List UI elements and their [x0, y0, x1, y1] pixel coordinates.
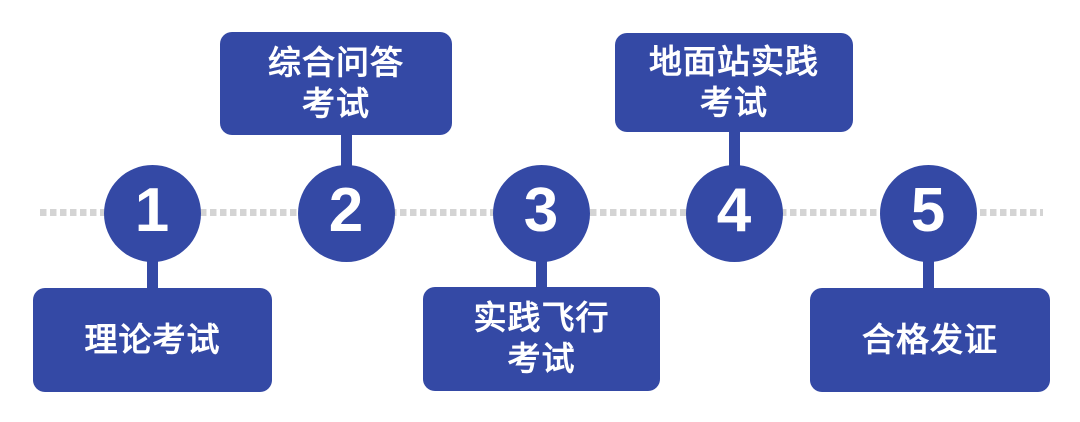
step-2-circle: 2: [297, 164, 395, 262]
step-1-circle: 1: [103, 164, 201, 262]
step-4-label-box: 地面站实践 考试: [615, 33, 853, 132]
step-3-number: 3: [523, 176, 559, 245]
step-2-connector-line: [340, 128, 352, 173]
step-2-label: 综合问答 考试: [268, 43, 404, 122]
step-2-number: 2: [328, 176, 364, 245]
step-3-label: 实践飞行 考试: [473, 299, 610, 377]
step-4-number: 4: [716, 176, 752, 245]
step-1-connector-line: [146, 235, 158, 295]
step-5-label: 合格发证: [862, 320, 998, 358]
step-4-label: 地面站实践 考试: [649, 42, 819, 121]
step-1-number: 1: [134, 176, 170, 245]
step-3-connector-line: [535, 235, 547, 295]
step-1-label: 理论考试: [84, 320, 221, 358]
step-5-circle: 5: [879, 164, 977, 262]
step-3-circle: 3: [492, 164, 590, 262]
step-2-label-box: 综合问答 考试: [220, 32, 452, 135]
step-1-label-box: 理论考试: [33, 288, 272, 392]
step-4-connector-line: [728, 128, 740, 173]
step-5-label-box: 合格发证: [810, 288, 1050, 392]
step-5-number: 5: [910, 176, 946, 245]
step-3-label-box: 实践飞行 考试: [423, 287, 660, 391]
step-5-connector-line: [922, 235, 934, 295]
step-4-circle: 4: [685, 164, 783, 262]
